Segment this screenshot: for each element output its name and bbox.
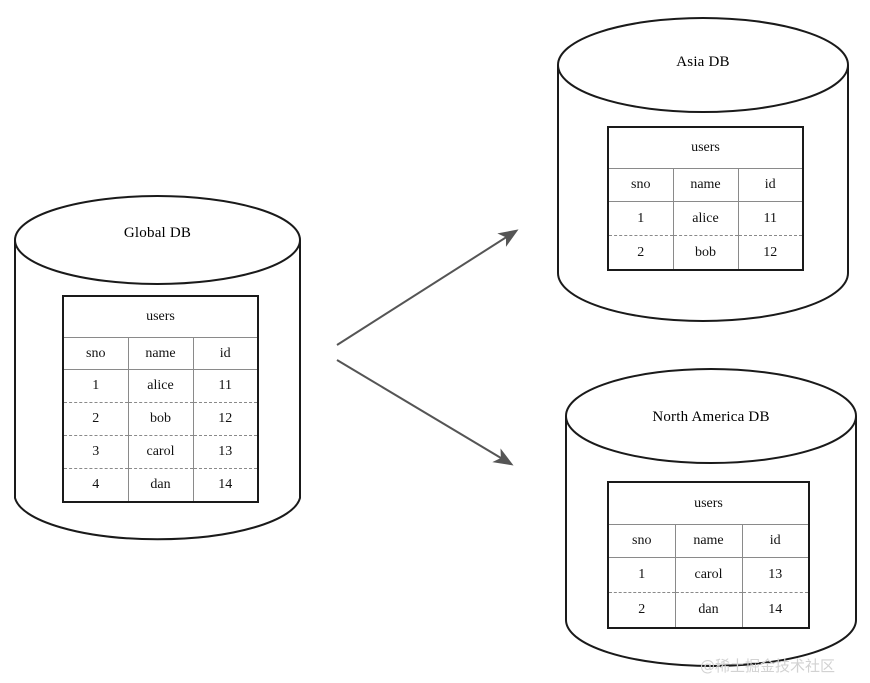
table-row[interactable]: 4 dan 14 xyxy=(63,468,258,502)
cell-name: alice xyxy=(128,369,194,403)
cell-name: carol xyxy=(675,557,743,593)
database-title-asia: Asia DB xyxy=(676,54,730,70)
column-header-sno: sno xyxy=(608,168,674,202)
table-header-row: sno name id xyxy=(63,337,258,370)
table-title-row: users xyxy=(608,127,803,169)
column-header-sno: sno xyxy=(63,337,129,370)
cell-name: alice xyxy=(673,201,739,236)
cell-id: 13 xyxy=(193,435,258,469)
cell-id: 14 xyxy=(742,592,809,628)
database-title-global: Global DB xyxy=(123,225,192,241)
database-node-global[interactable]: Global DB users sno name id 1 alice 11 2 xyxy=(14,195,301,543)
table-name-cell: users xyxy=(608,127,803,169)
table-row[interactable]: 1 alice 11 xyxy=(63,369,258,403)
cell-sno: 1 xyxy=(63,369,129,403)
column-header-name: name xyxy=(675,524,743,558)
cell-name: bob xyxy=(673,235,739,270)
cell-name: bob xyxy=(128,402,194,436)
column-header-id: id xyxy=(738,168,803,202)
table-row[interactable]: 2 bob 12 xyxy=(63,402,258,436)
table-title-row: users xyxy=(63,296,258,338)
table-header-row: sno name id xyxy=(608,524,809,558)
column-header-name: name xyxy=(128,337,194,370)
cell-sno: 2 xyxy=(608,592,676,628)
table-header-row: sno name id xyxy=(608,168,803,202)
table-row[interactable]: 1 alice 11 xyxy=(608,201,803,236)
cell-sno: 2 xyxy=(608,235,674,270)
cell-id: 11 xyxy=(193,369,258,403)
arrow-to-north-america xyxy=(336,359,514,466)
cell-name: carol xyxy=(128,435,194,469)
table-users-north-america[interactable]: users sno name id 1 carol 13 2 dan 14 xyxy=(607,481,810,629)
arrow-to-asia xyxy=(336,229,519,346)
database-node-asia[interactable]: Asia DB users sno name id 1 alice 11 2 xyxy=(557,17,849,322)
cell-id: 12 xyxy=(738,235,803,270)
cell-id: 14 xyxy=(193,468,258,502)
cell-sno: 1 xyxy=(608,557,676,593)
table-users-asia[interactable]: users sno name id 1 alice 11 2 bob 12 xyxy=(607,126,804,271)
table-row[interactable]: 3 carol 13 xyxy=(63,435,258,469)
cell-id: 13 xyxy=(742,557,809,593)
cell-id: 12 xyxy=(193,402,258,436)
column-header-sno: sno xyxy=(608,524,676,558)
table-row[interactable]: 2 dan 14 xyxy=(608,592,809,628)
table-row[interactable]: 2 bob 12 xyxy=(608,235,803,270)
watermark-text: @稀土掘金技术社区 xyxy=(700,657,836,675)
table-row[interactable]: 1 carol 13 xyxy=(608,557,809,593)
database-node-north-america[interactable]: North America DB users sno name id 1 car… xyxy=(565,368,857,668)
database-title-north-america: North America DB xyxy=(652,409,770,425)
cell-sno: 2 xyxy=(63,402,129,436)
cell-name: dan xyxy=(675,592,743,628)
table-users-global[interactable]: users sno name id 1 alice 11 2 bob 12 xyxy=(62,295,259,503)
table-name-cell: users xyxy=(608,482,809,525)
cell-sno: 3 xyxy=(63,435,129,469)
cell-sno: 1 xyxy=(608,201,674,236)
cell-sno: 4 xyxy=(63,468,129,502)
column-header-id: id xyxy=(193,337,258,370)
column-header-name: name xyxy=(673,168,739,202)
table-name-cell: users xyxy=(63,296,258,338)
cell-id: 11 xyxy=(738,201,803,236)
table-title-row: users xyxy=(608,482,809,525)
column-header-id: id xyxy=(742,524,809,558)
cell-name: dan xyxy=(128,468,194,502)
